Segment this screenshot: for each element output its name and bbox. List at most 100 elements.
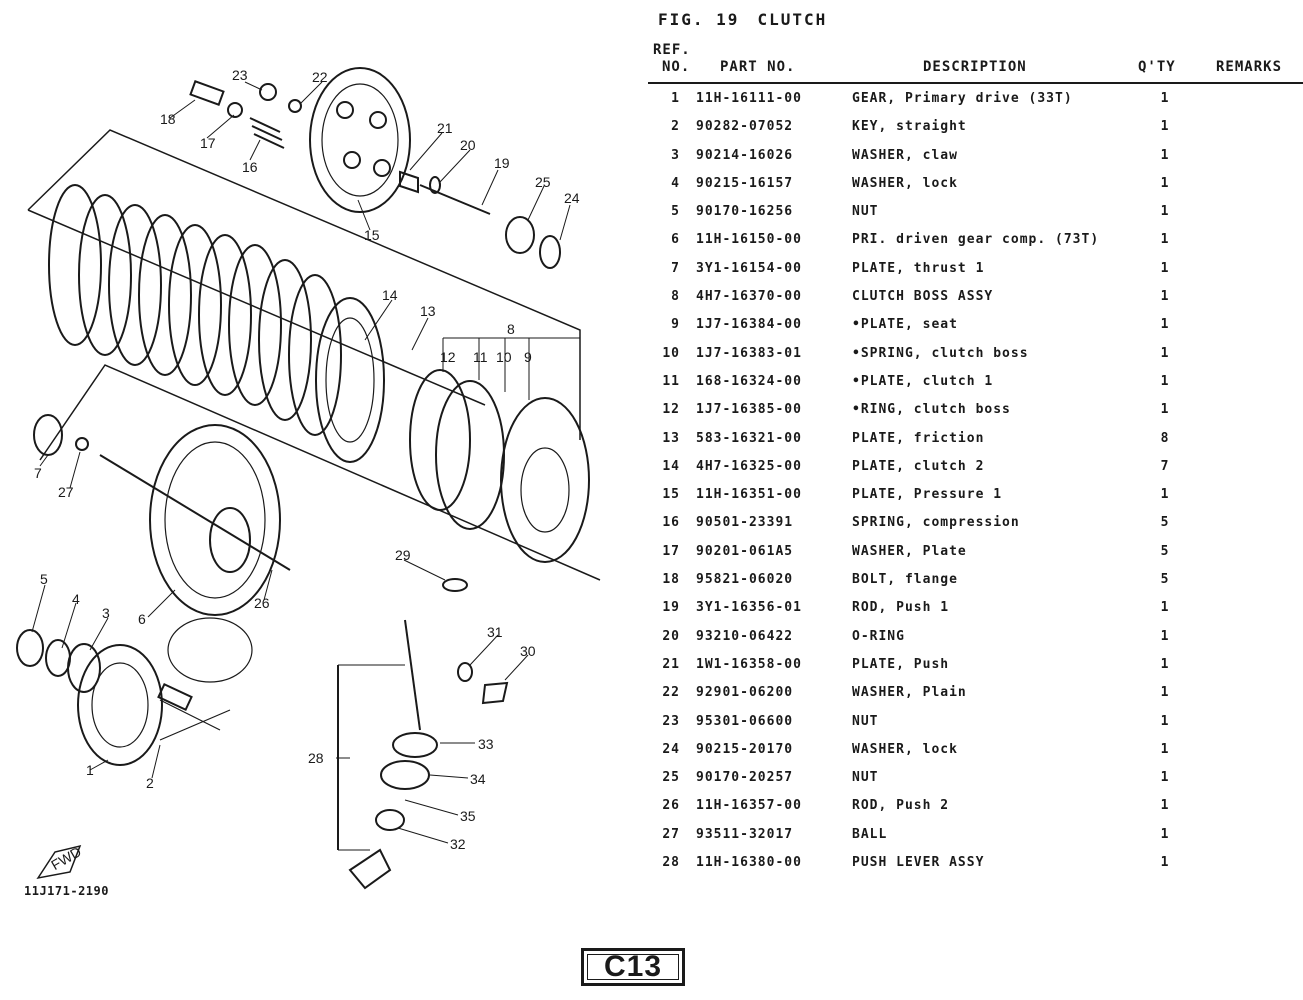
- callouts: 1 2 3 4 5 6 7 8 9 10 11 12 13 14 15 16 1…: [34, 67, 580, 873]
- part-number: 93210-06422: [696, 628, 794, 644]
- ref-number: 27: [662, 826, 680, 842]
- header-qty: Q'TY: [1138, 59, 1176, 75]
- header-part-no: PART NO.: [720, 59, 796, 75]
- ref-number: 11: [662, 373, 680, 389]
- ref-number: 20: [662, 628, 680, 644]
- ref-number: 26: [662, 798, 680, 814]
- ref-number: 13: [662, 430, 680, 446]
- quantity: 1: [1160, 798, 1170, 814]
- table-row: 11 168-16324-00 •PLATE, clutch 1 1: [648, 369, 1303, 397]
- callout-10: 10: [496, 349, 512, 365]
- ref-number: 22: [662, 685, 680, 701]
- description: SPRING, compression: [852, 515, 1020, 531]
- callout-28: 28: [308, 750, 324, 766]
- description: PUSH LEVER ASSY: [852, 855, 985, 871]
- description: BOLT, flange: [852, 572, 958, 588]
- description: PLATE, thrust 1: [852, 260, 985, 276]
- ref-number: 24: [662, 741, 680, 757]
- quantity: 5: [1160, 572, 1170, 588]
- description: PRI. driven gear comp. (73T): [852, 232, 1100, 248]
- callout-25: 25: [535, 174, 551, 190]
- part-number: 168-16324-00: [696, 373, 802, 389]
- description: ROD, Push 1: [852, 600, 950, 616]
- quantity: 5: [1160, 543, 1170, 559]
- callout-19: 19: [494, 155, 510, 171]
- description: WASHER, Plain: [852, 685, 967, 701]
- quantity: 1: [1160, 826, 1170, 842]
- description: WASHER, lock: [852, 741, 958, 757]
- ref-number: 8: [671, 289, 680, 305]
- description: •PLATE, clutch 1: [852, 373, 994, 389]
- quantity: 1: [1160, 175, 1170, 191]
- header-remarks: REMARKS: [1216, 59, 1283, 75]
- description: O-RING: [852, 628, 905, 644]
- part-number: 90201-061A5: [696, 543, 794, 559]
- callout-11: 11: [473, 349, 488, 365]
- callout-31: 31: [487, 624, 503, 640]
- ref-number: 14: [662, 458, 680, 474]
- quantity: 1: [1160, 345, 1170, 361]
- ref-number: 15: [662, 487, 680, 503]
- part-number: 90170-20257: [696, 770, 794, 786]
- description: •SPRING, clutch boss: [852, 345, 1029, 361]
- part-number: 4H7-16325-00: [696, 458, 802, 474]
- ref-number: 3: [671, 147, 680, 163]
- part-number: 90170-16256: [696, 204, 794, 220]
- ref-number: 28: [662, 855, 680, 871]
- quantity: 1: [1160, 487, 1170, 503]
- quantity: 1: [1160, 147, 1170, 163]
- quantity: 1: [1160, 713, 1170, 729]
- callout-22: 22: [312, 69, 328, 85]
- table-row: 27 93511-32017 BALL 1: [648, 822, 1303, 850]
- part-number: 4H7-16370-00: [696, 289, 802, 305]
- part-number: 11H-16351-00: [696, 487, 802, 503]
- quantity: 1: [1160, 402, 1170, 418]
- description: KEY, straight: [852, 119, 967, 135]
- part-number: 11H-16357-00: [696, 798, 802, 814]
- ref-number: 10: [662, 345, 680, 361]
- quantity: 1: [1160, 317, 1170, 333]
- ref-number: 1: [671, 91, 680, 106]
- callout-23: 23: [232, 67, 248, 83]
- header-ref-line2: NO.: [662, 59, 691, 75]
- ref-number: 12: [662, 402, 680, 418]
- part-number: 90215-20170: [696, 741, 794, 757]
- description: WASHER, claw: [852, 147, 958, 163]
- part-number: 93511-32017: [696, 826, 794, 842]
- callout-17: 17: [200, 135, 216, 151]
- ref-number: 25: [662, 770, 680, 786]
- ref-number: 16: [662, 515, 680, 531]
- quantity: 8: [1160, 430, 1170, 446]
- quantity: 1: [1160, 91, 1170, 106]
- callout-20: 20: [460, 137, 476, 153]
- ref-number: 4: [671, 175, 680, 191]
- part-number: 1J7-16384-00: [696, 317, 802, 333]
- table-row: 15 11H-16351-00 PLATE, Pressure 1 1: [648, 482, 1303, 510]
- part-number: 583-16321-00: [696, 430, 802, 446]
- callout-3: 3: [102, 605, 110, 621]
- ref-number: 19: [662, 600, 680, 616]
- quantity: 5: [1160, 515, 1170, 531]
- part-number: 3Y1-16356-01: [696, 600, 802, 616]
- description: BALL: [852, 826, 888, 842]
- description: PLATE, Pressure 1: [852, 487, 1003, 503]
- callout-9: 9: [524, 349, 532, 365]
- quantity: 1: [1160, 373, 1170, 389]
- callout-30: 30: [520, 643, 536, 659]
- quantity: 1: [1160, 600, 1170, 616]
- callout-12: 12: [440, 349, 456, 365]
- part-number: 3Y1-16154-00: [696, 260, 802, 276]
